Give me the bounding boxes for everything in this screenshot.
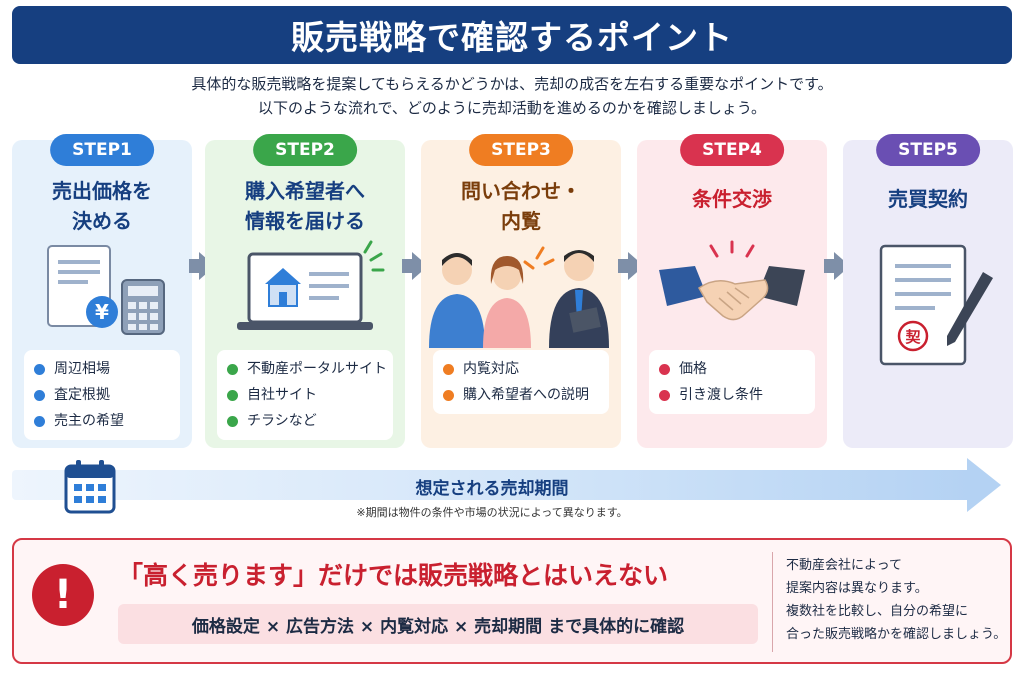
list-item: 購入希望者への説明 [443, 382, 599, 408]
step-4-title: 条件交渉 [637, 184, 827, 214]
list-item: 引き渡し条件 [659, 382, 805, 408]
calendar-icon [64, 458, 116, 514]
step-5-title-line-1: 売買契約 [888, 187, 968, 211]
step-1-title-line-2: 決める [72, 209, 132, 233]
list-item: 自社サイト [227, 382, 383, 408]
step-3-title: 問い合わせ・ 内覧 [421, 176, 621, 236]
laptop-house-icon [205, 240, 405, 340]
list-item: 周辺相場 [34, 356, 170, 382]
list-item: チラシなど [227, 408, 383, 434]
step-1-badge: STEP1 [50, 134, 154, 166]
step-3-list: 内覧対応 購入希望者への説明 [433, 350, 609, 414]
svg-text:¥: ¥ [95, 300, 109, 324]
step-1-title-line-1: 売出価格を [52, 179, 152, 203]
step-3-title-line-1: 問い合わせ・ [461, 179, 581, 203]
title-banner: 販売戦略で確認するポイント [12, 6, 1012, 64]
side-note-line-1: 不動産会社によって [786, 558, 902, 573]
intro-line-2: 以下のような流れで、どのように売却活動を進めるのかを確認しましょう。 [257, 99, 767, 117]
step-2-card: STEP2 購入希望者へ 情報を届ける 不動産ポータルサイト 自社サイト チラシ… [205, 134, 405, 448]
side-note-line-2: 提案内容は異なります。 [786, 581, 928, 596]
warning-divider [772, 552, 773, 652]
step-2-title: 購入希望者へ 情報を届ける [205, 176, 405, 236]
step-3-badge: STEP3 [469, 134, 573, 166]
period-note: ※期間は物件の条件や市場の状況によって異なります。 [356, 506, 628, 519]
intro-line-1: 具体的な販売戦略を提案してもらえるかどうかは、売却の成否を左右する重要なポイント… [191, 75, 833, 93]
step-2-badge: STEP2 [253, 134, 357, 166]
side-note-line-3: 複数社を比較し、自分の希望に [786, 604, 969, 619]
contract-stamp: 契 [905, 328, 921, 346]
list-item: 査定根拠 [34, 382, 170, 408]
list-item: 内覧対応 [443, 356, 599, 382]
period-bar [12, 470, 972, 500]
list-item: 価格 [659, 356, 805, 382]
calculator-document-icon: ¥ [12, 240, 192, 340]
handshake-icon [637, 240, 827, 340]
warning-title: 「高く売ります」だけでは販売戦略とはいえない [118, 561, 669, 590]
step-4-card: STEP4 条件交渉 価格 引き渡し条件 [637, 134, 827, 448]
warning-side-note: 不動産会社によって 提案内容は異なります。 複数社を比較し、自分の希望に 合った… [786, 554, 1006, 646]
people-meeting-icon [421, 240, 621, 348]
period-arrow-head [967, 458, 1001, 512]
step-5-title: 売買契約 [843, 184, 1013, 214]
list-item: 売主の希望 [34, 408, 170, 434]
contract-pen-icon: 契 [843, 240, 1013, 370]
warning-icon: ! [32, 564, 94, 626]
step-3-title-line-2: 内覧 [501, 209, 541, 233]
step-2-title-line-2: 情報を届ける [245, 209, 365, 233]
step-4-badge: STEP4 [680, 134, 784, 166]
period-label: 想定される売却期間 [415, 479, 569, 499]
step-4-list: 価格 引き渡し条件 [649, 350, 815, 414]
step-2-title-line-1: 購入希望者へ [245, 179, 365, 203]
step-4-title-line-1: 条件交渉 [692, 187, 772, 211]
intro-text: 具体的な販売戦略を提案してもらえるかどうかは、売却の成否を左右する重要なポイント… [0, 72, 1024, 120]
step-2-list: 不動産ポータルサイト 自社サイト チラシなど [217, 350, 393, 440]
step-1-list: 周辺相場 査定根拠 売主の希望 [24, 350, 180, 440]
step-5-card: STEP5 売買契約 契 [843, 134, 1013, 448]
step-1-card: STEP1 売出価格を 決める ¥ 周辺相場 査定根拠 売主の希望 [12, 134, 192, 448]
step-1-title: 売出価格を 決める [12, 176, 192, 236]
warning-box: ! 「高く売ります」だけでは販売戦略とはいえない 価格設定 × 広告方法 × 内… [12, 538, 1012, 664]
side-note-line-4: 合った販売戦略かを確認しましょう。 [786, 627, 1007, 642]
sales-period-arrow: 想定される売却期間 ※期間は物件の条件や市場の状況によって異なります。 [12, 458, 1002, 519]
page-title: 販売戦略で確認するポイント [291, 18, 733, 57]
warning-checklist: 価格設定 × 広告方法 × 内覧対応 × 売却期間 まで具体的に確認 [118, 604, 758, 644]
step-3-card: STEP3 問い合わせ・ 内覧 内覧対応 購入希望者への説明 [421, 134, 621, 448]
list-item: 不動産ポータルサイト [227, 356, 387, 382]
step-5-badge: STEP5 [876, 134, 980, 166]
